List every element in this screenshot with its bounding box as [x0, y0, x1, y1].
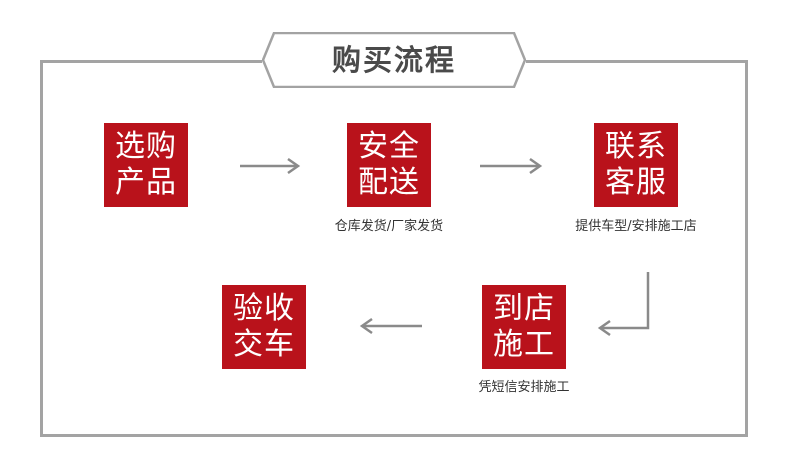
title-banner: 购买流程 [262, 32, 526, 88]
step-store-install: 到店 施工 [482, 285, 566, 369]
step-label-line1: 联系 [605, 129, 667, 164]
step-accept-delivery: 验收 交车 [222, 285, 306, 369]
arrow-right-2 [480, 157, 543, 175]
step-caption-delivery: 仓库发货/厂家发货 [334, 219, 444, 234]
step-caption-contact: 提供车型/安排施工店 [575, 219, 697, 234]
arrow-left [359, 317, 422, 335]
step-label-line2: 产品 [115, 165, 177, 200]
step-label-line2: 配送 [358, 165, 420, 200]
step-label-line2: 客服 [605, 165, 667, 200]
step-safe-delivery: 安全 配送 [347, 123, 431, 207]
arrow-down-left [597, 272, 650, 337]
page-title: 购买流程 [331, 43, 456, 77]
title-banner-outline [262, 32, 526, 88]
step-label-line2: 施工 [493, 327, 555, 362]
step-label-line1: 到店 [493, 291, 555, 326]
step-label-line1: 选购 [115, 129, 177, 164]
step-contact-service: 联系 客服 [594, 123, 678, 207]
step-label-line2: 交车 [233, 327, 295, 362]
step-label-line1: 安全 [358, 129, 420, 164]
step-label-line1: 验收 [233, 291, 295, 326]
step-caption-install: 凭短信安排施工 [478, 380, 570, 395]
arrow-right-1 [240, 157, 301, 175]
step-select-product: 选购 产品 [104, 123, 188, 207]
